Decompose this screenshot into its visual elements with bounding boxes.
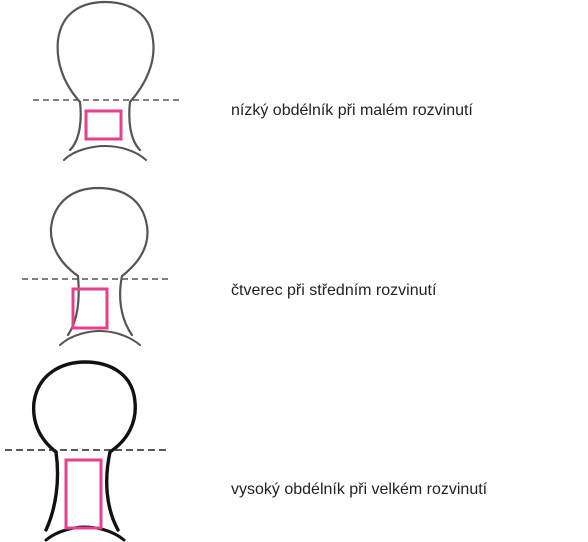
figure-large-unfolding — [5, 360, 168, 542]
silhouette-neck-left — [68, 100, 82, 152]
diagram-figures — [0, 0, 200, 542]
silhouette-neck-left — [44, 450, 60, 532]
silhouette-neck-left — [66, 274, 80, 337]
pink-rectangle — [71, 287, 109, 330]
shoulder-arc — [59, 329, 141, 346]
silhouette-outline — [49, 186, 149, 337]
caption-small-unfolding: nízký obdélník při malém rozvinutí — [231, 102, 473, 119]
shoulder-arc — [63, 144, 147, 161]
caption-large-unfolding: vysoký obdélník při velkém rozvinutí — [231, 481, 488, 498]
figure-medium-unfolding — [22, 186, 172, 346]
pink-rectangle — [64, 458, 103, 530]
silhouette-outline — [56, 0, 155, 152]
silhouette-outline — [31, 360, 137, 532]
pink-rectangle — [84, 109, 123, 141]
caption-medium-unfolding: čtverec při středním rozvinutí — [231, 282, 437, 299]
diagram-svg — [5, 0, 180, 542]
figure-small-unfolding — [33, 0, 180, 161]
